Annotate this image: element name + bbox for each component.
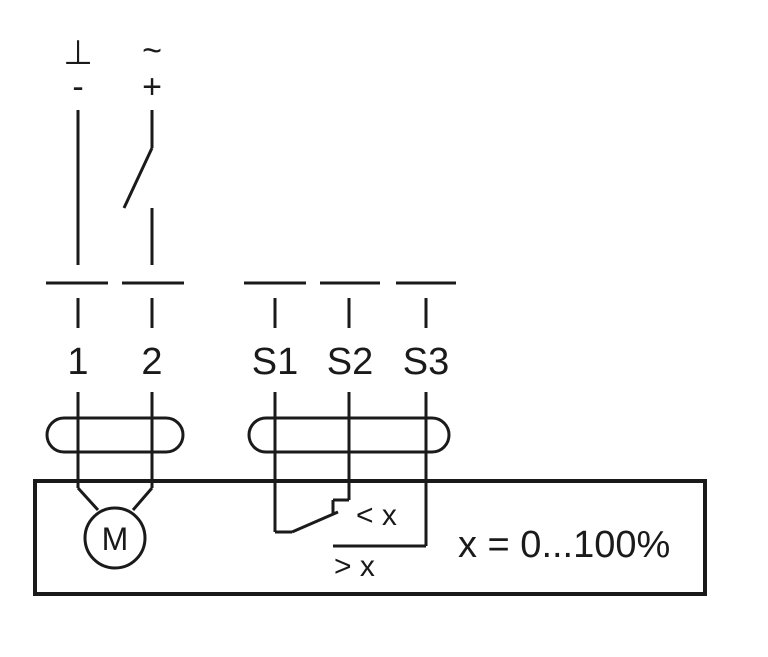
terminal-label-s1: S1 xyxy=(252,341,298,383)
plus-sign: + xyxy=(142,68,162,106)
terminal-label-2: 2 xyxy=(141,341,162,383)
terminal-label-1: 1 xyxy=(67,341,88,383)
actuator-housing xyxy=(33,479,707,596)
less-than-label: < x xyxy=(356,499,397,532)
supply-switch-blade xyxy=(122,147,154,209)
motor-lead-1 xyxy=(76,486,100,512)
ground-symbol: ⊥ xyxy=(63,34,93,72)
motor-label: M xyxy=(102,521,129,557)
motor-symbol xyxy=(83,506,147,570)
ac-symbol: ~ xyxy=(142,32,162,70)
motor-lead-2 xyxy=(131,487,154,511)
switch-blade xyxy=(291,510,339,534)
minus-sign: - xyxy=(72,68,83,106)
terminal-label-s3: S3 xyxy=(403,341,449,383)
cable-gland-left xyxy=(45,416,185,454)
range-label: x = 0...100% xyxy=(458,524,670,566)
greater-than-label: > x xyxy=(334,550,375,583)
terminal-label-s2: S2 xyxy=(327,341,373,383)
